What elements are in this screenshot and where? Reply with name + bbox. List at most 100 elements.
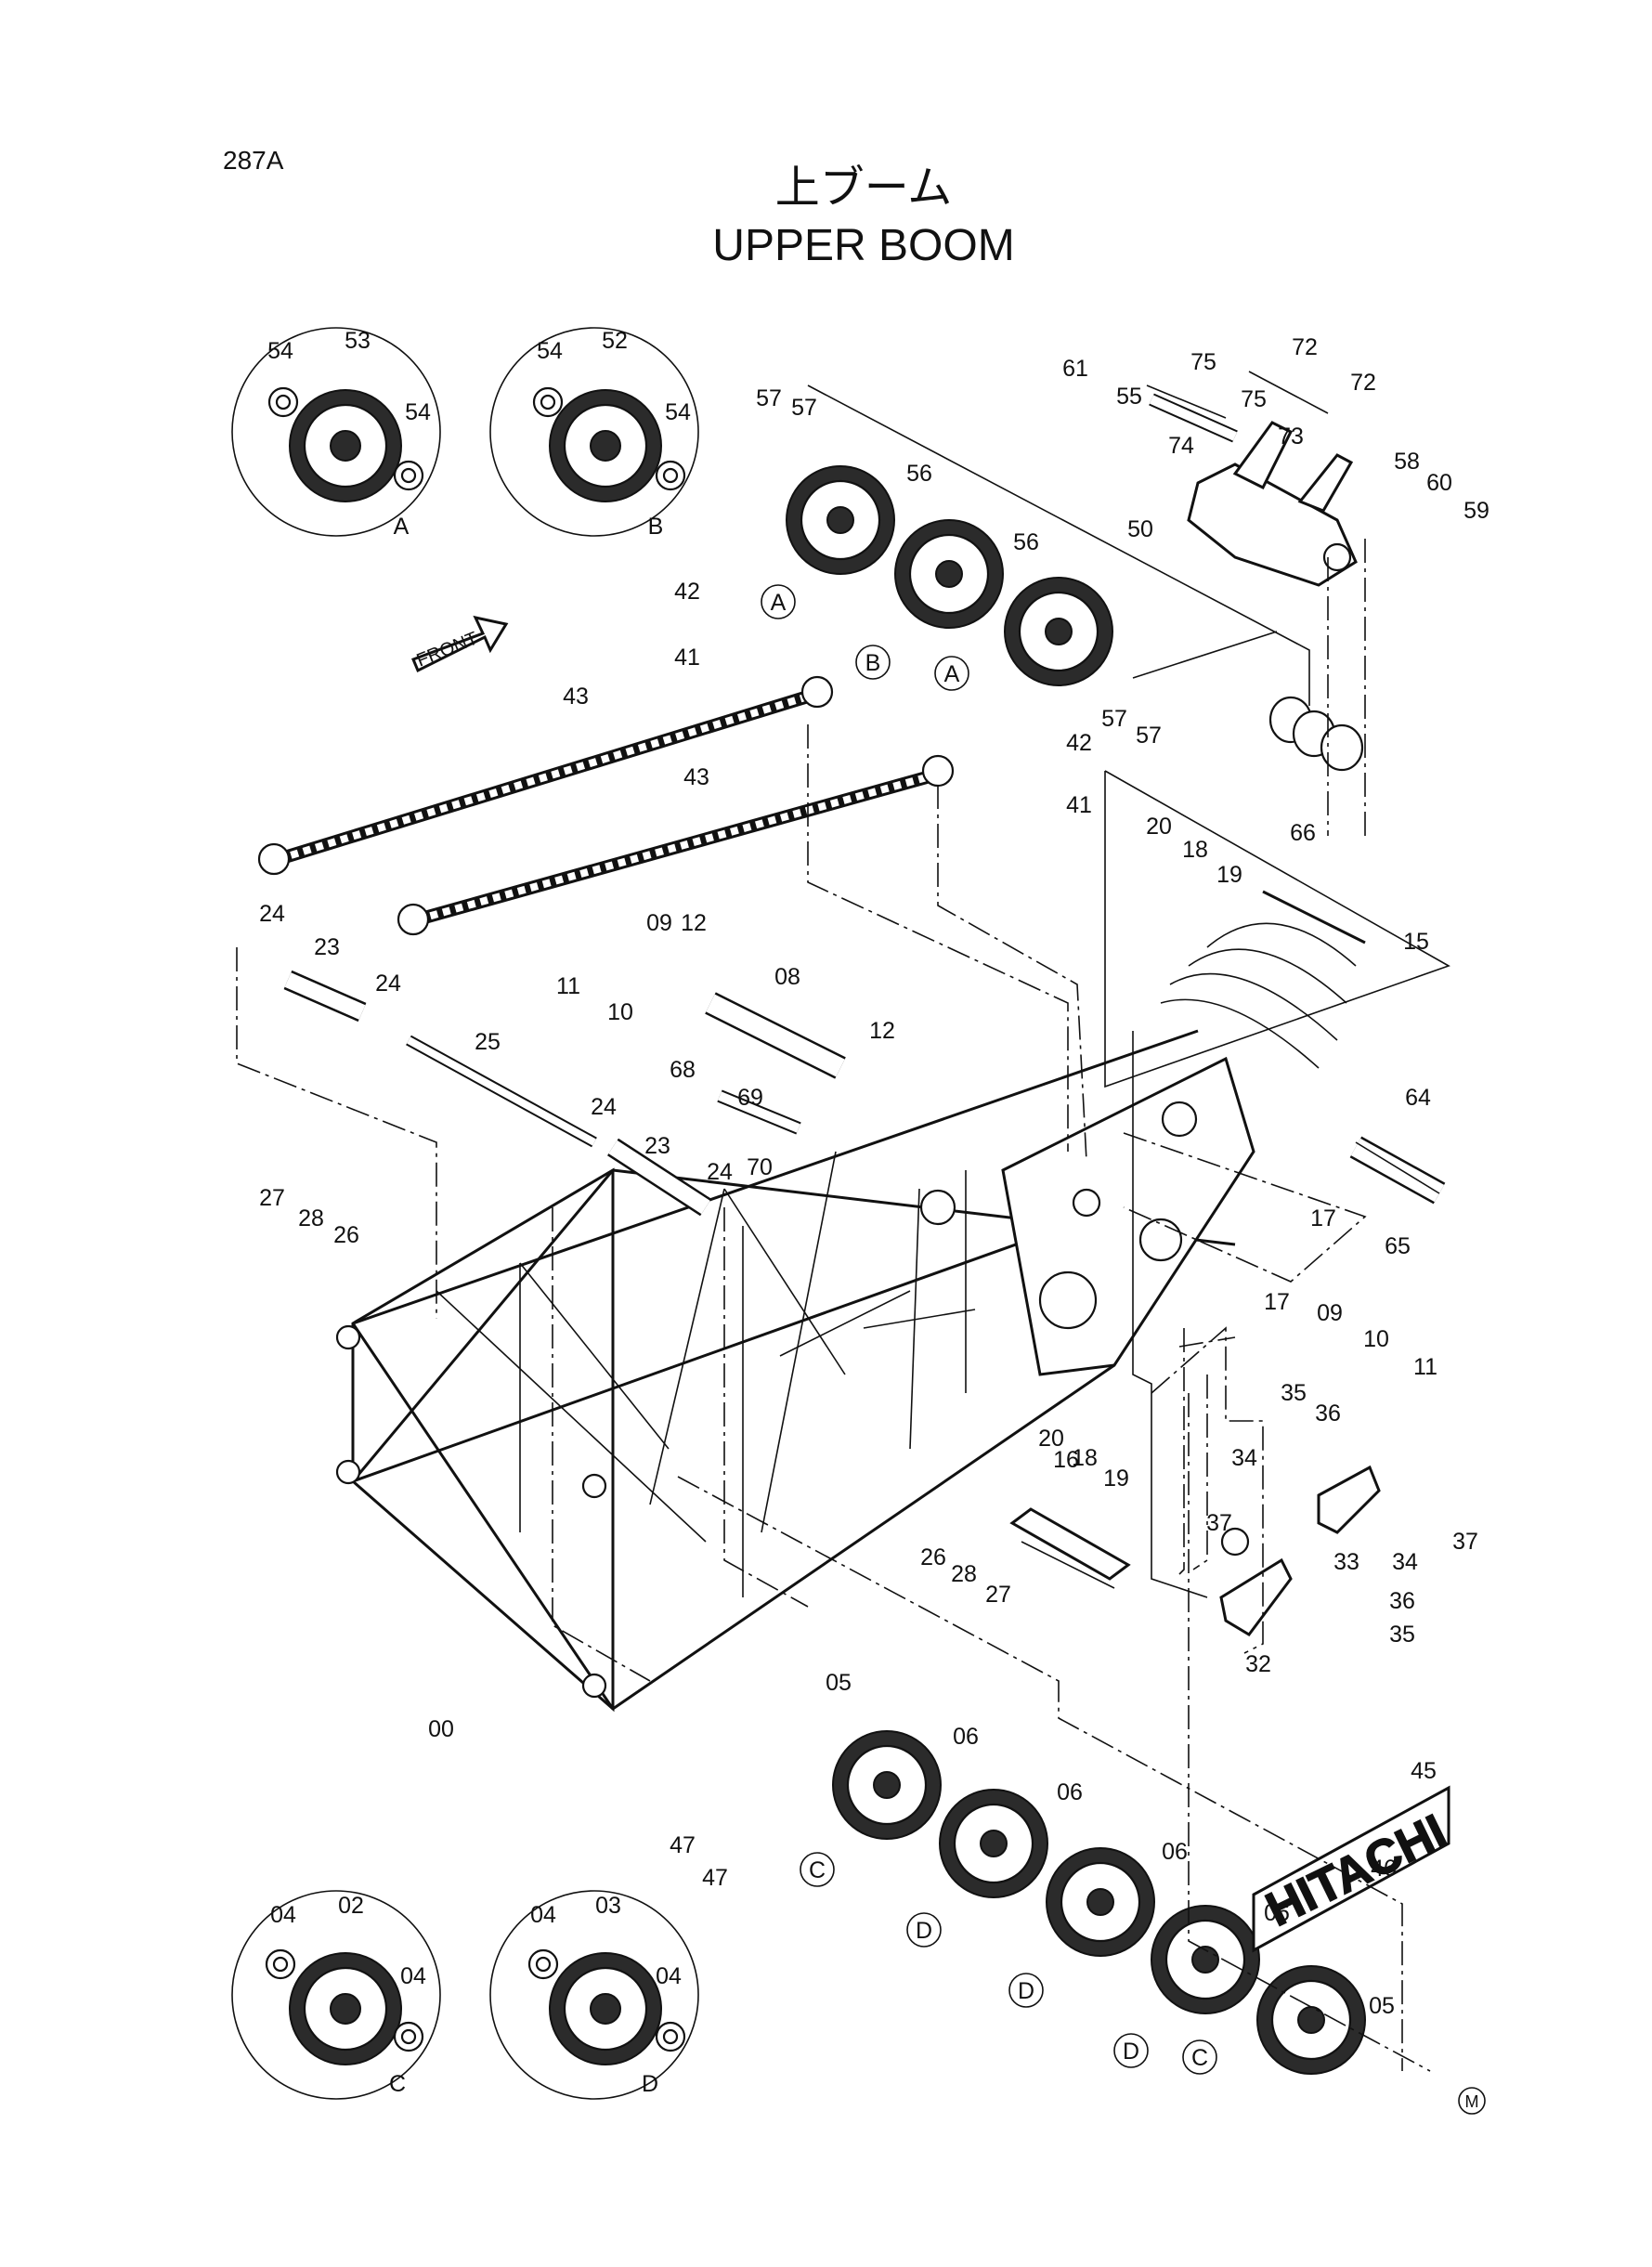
part-label: 09 xyxy=(646,910,672,936)
part-label: 11 xyxy=(1413,1354,1437,1380)
part-label: 20 xyxy=(1146,814,1172,840)
detail-a-letter: A xyxy=(394,514,410,540)
part-label: 23 xyxy=(314,934,340,960)
part-label: 35 xyxy=(1281,1380,1307,1406)
corner-mark: M xyxy=(1458,2087,1486,2115)
part-label: 25 xyxy=(475,1029,501,1055)
part-label: 16 xyxy=(1053,1447,1079,1473)
detail-a-label-2: 53 xyxy=(345,328,371,354)
part-label: 12 xyxy=(869,1018,895,1044)
part-label: 66 xyxy=(1290,820,1316,846)
part-label: 42 xyxy=(1066,730,1092,756)
detail-d-label-3: 04 xyxy=(656,1963,682,1989)
part-label: 43 xyxy=(563,684,589,710)
part-label: 43 xyxy=(683,764,709,790)
bottom-sheave-2 xyxy=(939,1789,1048,1898)
detail-a-label-3: 54 xyxy=(405,399,431,425)
part-label: 27 xyxy=(985,1582,1011,1608)
detail-c-label-1: 04 xyxy=(270,1902,296,1928)
part-label: 59 xyxy=(1463,498,1489,524)
svg-text:C: C xyxy=(1191,2045,1208,2071)
detail-c-letter: C xyxy=(389,2071,406,2097)
bottom-sheave-5 xyxy=(1256,1965,1366,2075)
detail-b-letter: B xyxy=(648,514,664,540)
part-label: 34 xyxy=(1392,1549,1418,1575)
svg-text:D: D xyxy=(1123,2039,1139,2065)
part-label: 20 xyxy=(1038,1426,1064,1452)
part-label: 41 xyxy=(1066,792,1092,818)
top-sheave-1 xyxy=(786,465,895,575)
front-arrow-label: FRONT xyxy=(414,628,481,671)
boom-frame xyxy=(335,1029,1255,1713)
part-label: 32 xyxy=(1245,1651,1271,1677)
part-label: 26 xyxy=(920,1544,946,1570)
title-english: UPPER BOOM xyxy=(712,221,1014,270)
part-label: 58 xyxy=(1394,449,1420,475)
detail-b-label-2: 52 xyxy=(602,328,628,354)
part-label: 09 xyxy=(1317,1300,1343,1326)
callout-b: B xyxy=(855,645,891,680)
part-label: 28 xyxy=(951,1561,977,1587)
part-label: 75 xyxy=(1190,349,1216,375)
part-label: 57 xyxy=(791,395,817,421)
part-label: 46 xyxy=(1371,1856,1397,1882)
part-label: 56 xyxy=(906,461,932,487)
part-label: 23 xyxy=(644,1133,670,1159)
part-label: 19 xyxy=(1216,862,1242,888)
part-label: 61 xyxy=(1062,356,1088,382)
part-label: 72 xyxy=(1292,334,1318,360)
spring-pair xyxy=(1268,696,1364,772)
part-label: 73 xyxy=(1278,423,1304,449)
part-label: 24 xyxy=(259,901,285,927)
part-label: 06 xyxy=(953,1724,979,1750)
callout-d-3: D xyxy=(1113,2033,1149,2068)
detail-d-label-1: 04 xyxy=(530,1902,556,1928)
detail-b-label-3: 54 xyxy=(665,399,691,425)
part-label: 24 xyxy=(707,1159,733,1185)
part-label: 57 xyxy=(1101,706,1127,732)
svg-text:D: D xyxy=(916,1918,932,1944)
tension-rod-lower xyxy=(397,754,955,936)
part-label: 57 xyxy=(756,385,782,411)
part-label: 47 xyxy=(702,1865,728,1891)
detail-a-label-1: 54 xyxy=(267,338,293,364)
part-label: 33 xyxy=(1333,1549,1359,1575)
part-label: 74 xyxy=(1168,433,1194,459)
part-label: 75 xyxy=(1241,386,1267,412)
bottom-sheave-4 xyxy=(1151,1905,1260,2014)
bottom-sheave-3 xyxy=(1046,1847,1155,1957)
part-label: 65 xyxy=(1385,1233,1411,1259)
part-label: 35 xyxy=(1389,1622,1415,1648)
callout-a-2: A xyxy=(934,656,969,691)
part-label: 05 xyxy=(1369,1993,1395,2019)
callout-a-1: A xyxy=(761,584,796,619)
bottom-sheave-1 xyxy=(832,1730,942,1840)
callout-d-1: D xyxy=(906,1912,942,1948)
part-label: 60 xyxy=(1426,470,1452,496)
part-label: 00 xyxy=(428,1716,454,1742)
part-label: 56 xyxy=(1013,529,1039,555)
clamp-32 xyxy=(1219,1527,1293,1636)
part-label: 11 xyxy=(556,973,580,999)
part-label: 37 xyxy=(1206,1510,1232,1536)
part-label: 19 xyxy=(1103,1466,1129,1492)
part-label: 06 xyxy=(1057,1779,1083,1805)
top-sheave-2 xyxy=(894,519,1004,629)
rope-guide xyxy=(1160,890,1366,1069)
detail-d-label-2: 03 xyxy=(595,1893,621,1919)
part-label: 57 xyxy=(1136,723,1162,749)
part-label: 10 xyxy=(607,999,633,1025)
part-label: 27 xyxy=(259,1185,285,1211)
svg-text:A: A xyxy=(771,590,787,616)
part-label: 64 xyxy=(1405,1085,1431,1111)
detail-d-letter: D xyxy=(642,2071,658,2097)
part-label: 69 xyxy=(737,1085,763,1111)
detail-view-d: 04 03 04 D xyxy=(489,1890,699,2100)
part-label: 41 xyxy=(674,645,700,671)
part-label: 15 xyxy=(1403,929,1429,955)
part-label: 68 xyxy=(670,1057,696,1083)
part-label: 08 xyxy=(774,964,800,990)
part-label: 12 xyxy=(681,910,707,936)
part-label: 37 xyxy=(1452,1529,1478,1555)
part-label: 05 xyxy=(826,1670,852,1696)
